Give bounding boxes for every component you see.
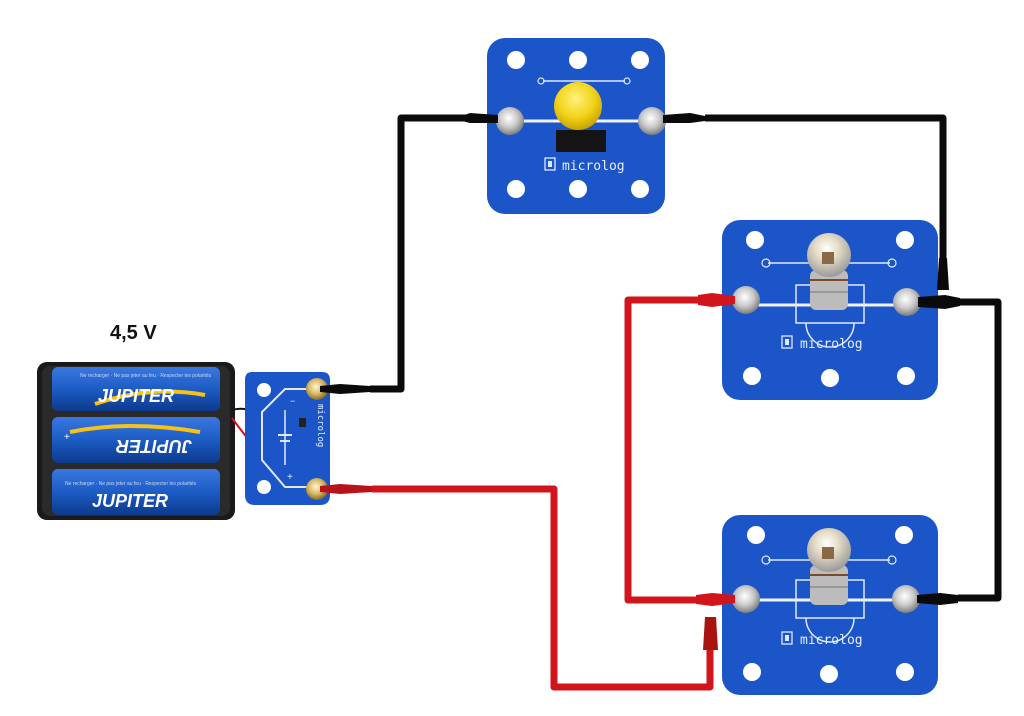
black-wire-top-lamp-to-bottom-lamp[interactable] [955,298,1002,602]
black-plug[interactable] [462,113,498,123]
mounting-hole [821,369,839,387]
lamp-right-terminal[interactable] [893,288,921,316]
battery-module: − + microlog [245,372,372,505]
mounting-hole [896,663,914,681]
switch-right-terminal[interactable] [638,107,666,135]
lamp-module-top: microlog [698,220,960,400]
lamp-left-terminal[interactable] [732,585,760,613]
mounting-hole [897,367,915,385]
mounting-hole [257,383,271,397]
brand-logo: microlog [562,159,625,174]
switch-module: microlog [462,38,705,214]
black-plug[interactable] [663,113,705,123]
black-wire-switch-to-top-lamp[interactable] [705,114,947,262]
mounting-hole [743,663,761,681]
brand-logo: microlog [315,404,325,447]
lamp-bulb-icon [807,528,851,605]
switch-left-terminal[interactable] [496,107,524,135]
mounting-hole [569,51,587,69]
black-wire-battery-to-switch[interactable] [370,114,470,393]
battery-brand-label: JUPITER [92,491,168,511]
red-wire-battery-to-bottom-lamp[interactable] [372,485,714,691]
battery-brand-label: JUPITER [116,436,192,456]
battery-cell: Ne recharger · Ne pas jeter au feu · Res… [52,367,220,411]
black-plug-stacked[interactable] [937,258,949,290]
brand-logo: microlog [800,633,863,648]
mounting-hole [257,480,271,494]
red-plug-stacked[interactable] [703,617,718,650]
mounting-hole [746,231,764,249]
microlog-logo-icon [781,631,793,645]
mounting-hole [743,367,761,385]
mounting-hole [896,231,914,249]
red-plug[interactable] [696,593,735,606]
mounting-hole [507,180,525,198]
lamp-right-terminal[interactable] [892,585,920,613]
black-plug[interactable] [320,384,370,394]
red-wire-bottom-lamp-to-top-lamp[interactable] [624,296,700,604]
plus-sign-icon: + [64,432,70,443]
red-plug[interactable] [320,484,372,494]
push-button[interactable] [554,82,602,130]
black-plug[interactable] [917,593,958,605]
minus-terminal-label: − [290,396,295,406]
microlog-logo-icon [544,157,556,171]
mounting-hole [820,665,838,683]
wires [370,114,1002,691]
mounting-hole [747,526,765,544]
voltage-label: 4,5 V [110,322,157,344]
mounting-hole [507,51,525,69]
minus-terminal[interactable] [306,378,328,400]
plus-terminal-label: + [287,472,293,483]
lamp-left-terminal[interactable] [732,286,760,314]
lamp-module-bottom: microlog [696,515,958,695]
battery-pack: Ne recharger · Ne pas jeter au feu · Res… [37,362,263,520]
microlog-logo-icon [781,335,793,349]
mounting-hole [631,51,649,69]
battery-brand-label: JUPITER [98,386,174,406]
brand-logo: microlog [800,337,863,352]
mounting-hole [631,180,649,198]
red-plug[interactable] [698,293,735,307]
battery-warning-text: Ne recharger · Ne pas jeter au feu · Res… [65,481,197,487]
mounting-hole [895,526,913,544]
mounting-hole [569,180,587,198]
battery-cell: Ne recharger · Ne pas jeter au feu · Res… [52,469,220,515]
plus-terminal[interactable] [306,478,328,500]
black-plug[interactable] [918,295,960,309]
lamp-bulb-icon [807,233,851,310]
battery-cell: JUPITER + [52,417,220,463]
battery-warning-text: Ne recharger · Ne pas jeter au feu · Res… [80,373,212,379]
